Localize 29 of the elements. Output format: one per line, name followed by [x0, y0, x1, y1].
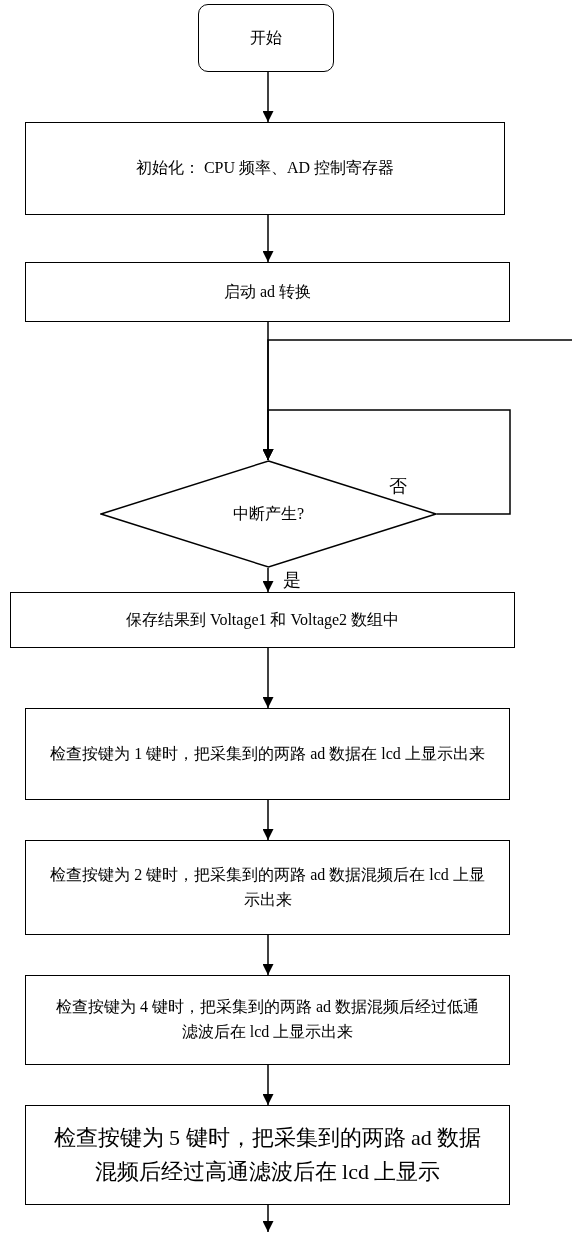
- process-box: [25, 262, 510, 322]
- node-text: 开始: [250, 27, 282, 48]
- node-text: 检查按键为 1 键时，把采集到的两路 ad 数据在 lcd 上显示出来: [50, 743, 485, 764]
- arrow: [262, 1064, 274, 1106]
- process-box: [10, 592, 515, 648]
- node-text: 检查按键为 4 键时，把采集到的两路 ad 数据混频后经过低通滤波后在 lcd 上显示出来: [54, 997, 481, 1042]
- process-box: [25, 708, 510, 800]
- arrow: [262, 567, 274, 593]
- process-box: [25, 840, 510, 935]
- process-box: [25, 122, 505, 215]
- arrow: [262, 934, 274, 976]
- arrow: [262, 799, 274, 841]
- node-text: 保存结果到 Voltage1 和 Voltage2 数组中: [125, 609, 400, 631]
- process-box: [25, 975, 510, 1065]
- node-text: 中断产生?: [232, 503, 305, 524]
- edge-label: 是: [282, 570, 302, 590]
- node-text: 启动 ad 转换: [223, 281, 312, 302]
- node-text: 初始化： CPU 频率、AD 控制寄存器: [135, 158, 395, 179]
- arrow: [262, 71, 274, 123]
- process-box: [25, 1105, 510, 1205]
- decision-diamond: [100, 460, 437, 568]
- edge-label: 否: [388, 476, 408, 496]
- start-terminal: [198, 4, 334, 72]
- arrow: [262, 647, 274, 709]
- arrow: [262, 1204, 274, 1233]
- node-text: 检查按键为 5 键时，把采集到的两路 ad 数据混频后经过高通滤波后在 lcd 上显示: [52, 1123, 483, 1186]
- arrow: [262, 214, 274, 263]
- arrow: [262, 409, 511, 515]
- node-text: 检查按键为 2 键时，把采集到的两路 ad 数据混频后在 lcd 上显示出来: [50, 864, 485, 910]
